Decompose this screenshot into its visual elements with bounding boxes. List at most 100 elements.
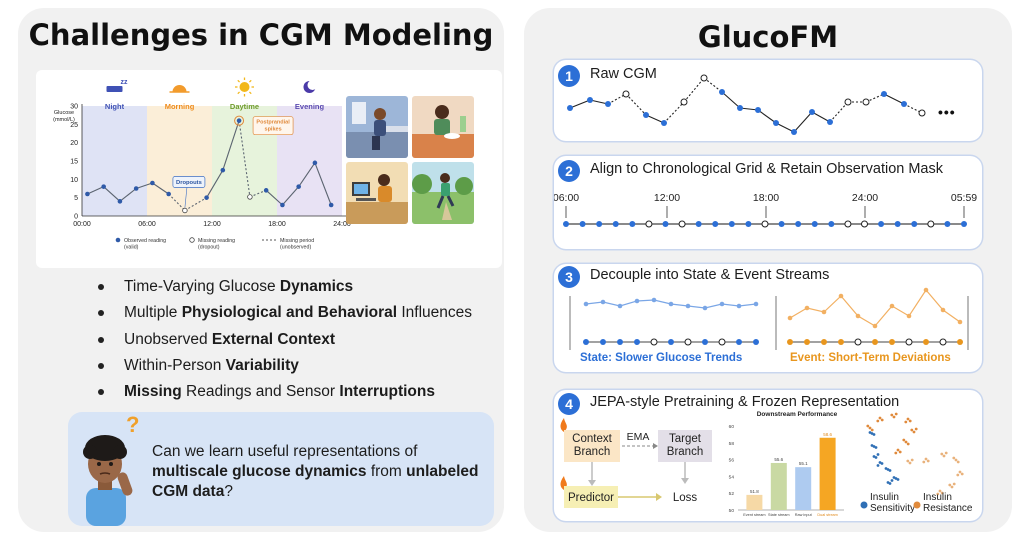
insulin-resistance-point bbox=[952, 456, 956, 460]
missing-grid-point bbox=[927, 220, 935, 228]
state-stream-point bbox=[719, 301, 725, 307]
y-tick-label: 30 bbox=[70, 104, 78, 111]
glucose-line-segment bbox=[184, 197, 207, 211]
insulin-resistance-point bbox=[924, 457, 928, 461]
step-title: JEPA-style Pretraining & Frozen Represen… bbox=[590, 394, 900, 410]
insulin-resistance-point bbox=[956, 473, 960, 477]
observed-mask-point bbox=[634, 339, 640, 345]
insulin-resistance-point bbox=[906, 417, 910, 421]
challenge-item: Within-Person Variability bbox=[98, 355, 516, 381]
bar-category-label: Raw input bbox=[795, 513, 813, 517]
observed-reading-point bbox=[133, 186, 139, 191]
person-on-laptop-photo bbox=[346, 162, 408, 224]
challenge-item: Unobserved External Context bbox=[98, 329, 516, 355]
observed-reading-point bbox=[280, 202, 285, 208]
sun-icon bbox=[239, 82, 250, 92]
observed-reading-point bbox=[166, 191, 171, 197]
insulin-resistance-point bbox=[890, 413, 894, 417]
insulin-sensitivity-point bbox=[874, 446, 878, 449]
missing-reading-point bbox=[844, 98, 852, 106]
period-label: Daytime bbox=[230, 102, 259, 111]
bar-y-tick-label: 56 bbox=[729, 458, 735, 464]
insulin-sensitivity-point bbox=[876, 453, 880, 456]
missing-mask-point bbox=[905, 338, 913, 346]
observed-reading-point bbox=[661, 120, 667, 126]
observed-reading-point bbox=[881, 91, 887, 97]
legend-sensitivity-marker bbox=[860, 501, 868, 509]
bar-y-tick-label: 52 bbox=[729, 491, 735, 497]
observed-grid-point bbox=[695, 221, 702, 227]
observed-grid-point bbox=[612, 221, 619, 227]
insulin-resistance-point bbox=[866, 424, 870, 428]
raw-cgm-segment bbox=[663, 101, 685, 124]
sleeping-bed-icon: zz bbox=[121, 79, 129, 86]
step-raw-cgm-card: 1 Raw CGM ••• bbox=[554, 60, 982, 141]
missing-reading-point bbox=[862, 98, 870, 106]
missing-mask-point bbox=[718, 338, 726, 346]
insulin-resistance-point bbox=[952, 482, 956, 486]
event-stream-point bbox=[787, 315, 793, 321]
step-decouple-card: 3 Decouple into State & Event Streams St… bbox=[554, 264, 982, 372]
bar-y-tick-label: 50 bbox=[729, 508, 735, 514]
glucose-line-segment bbox=[298, 162, 316, 187]
insulin-resistance-point bbox=[896, 448, 900, 452]
legend-observed-marker bbox=[115, 237, 121, 243]
dropout-pointer bbox=[184, 187, 188, 208]
state-stream-point bbox=[753, 301, 759, 307]
context-branch-box bbox=[564, 430, 620, 462]
missing-reading-point bbox=[622, 90, 630, 98]
bar-y-tick-label: 54 bbox=[729, 474, 735, 480]
insulin-resistance-point bbox=[876, 419, 880, 423]
performance-bar bbox=[795, 467, 812, 510]
observed-reading-point bbox=[643, 112, 649, 118]
challenge-item: Multiple Physiological and Behavioral In… bbox=[98, 302, 516, 328]
insulin-sensitivity-point bbox=[890, 479, 894, 482]
glucose-line-segment bbox=[222, 120, 240, 171]
event-stream-point bbox=[889, 303, 895, 309]
insulin-resistance-point bbox=[940, 452, 944, 456]
period-band bbox=[82, 106, 147, 216]
bar-y-tick-label: 60 bbox=[729, 424, 735, 430]
research-question-text: Can we learn useful representations of m… bbox=[152, 443, 479, 500]
glucose-line-segment bbox=[135, 182, 153, 190]
glucose-line-segment bbox=[206, 169, 224, 198]
observed-grid-point bbox=[944, 221, 951, 227]
event-stream-point bbox=[872, 323, 878, 329]
person-running-photo bbox=[412, 162, 474, 224]
legend-missing-label: Missing reading(dropout) bbox=[198, 238, 235, 251]
observed-reading-point bbox=[587, 97, 593, 103]
state-stream-point bbox=[651, 297, 657, 303]
performance-bar bbox=[819, 437, 836, 510]
y-tick-label: 25 bbox=[70, 122, 78, 129]
sun-icon bbox=[248, 91, 252, 95]
period-label: Morning bbox=[165, 102, 195, 111]
observed-reading-point bbox=[605, 101, 611, 107]
observed-mask-point bbox=[804, 339, 810, 345]
insulin-resistance-point bbox=[894, 412, 898, 416]
insulin-resistance-point bbox=[960, 472, 964, 476]
y-axis-title: Glucose(mmol/L) bbox=[53, 110, 75, 123]
observed-reading-point bbox=[85, 191, 90, 197]
state-stream-label: State: Slower Glucose Trends bbox=[580, 352, 743, 364]
event-stream-point bbox=[957, 319, 963, 325]
insulin-resistance-point bbox=[910, 428, 914, 432]
observed-reading-point bbox=[220, 167, 226, 173]
sun-icon bbox=[237, 79, 241, 83]
question-mark-icon: ? bbox=[126, 412, 140, 437]
insulin-resistance-point bbox=[906, 459, 910, 463]
bar-value-label: 51.8 bbox=[750, 489, 759, 494]
flame-icon bbox=[560, 418, 567, 432]
spike-highlight bbox=[234, 115, 245, 126]
raw-cgm-segment bbox=[811, 111, 831, 123]
ema-arrowhead bbox=[653, 443, 658, 449]
grid-time-label: 12:00 bbox=[654, 192, 680, 204]
insulin-resistance-point bbox=[880, 418, 884, 422]
period-label: Night bbox=[105, 102, 125, 111]
raw-cgm-segment bbox=[625, 93, 647, 116]
x-tick-label: 18:00 bbox=[268, 221, 286, 228]
spike-annotation-box bbox=[252, 116, 294, 136]
observed-mask-point bbox=[753, 339, 759, 345]
grid-time-label: 06:00 bbox=[554, 192, 579, 204]
observed-reading-point bbox=[204, 195, 209, 200]
